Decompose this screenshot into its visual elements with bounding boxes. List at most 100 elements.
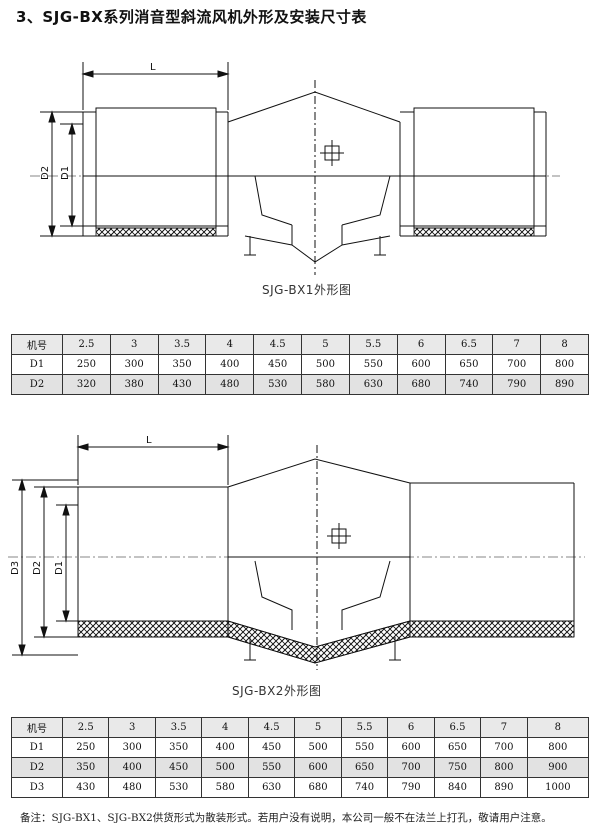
table-cell: 430	[61, 777, 110, 798]
table-cell: 630	[348, 374, 398, 395]
fan-bx1-outline: L D2 D1	[30, 62, 560, 275]
dim-label-D2: D2	[40, 166, 51, 180]
table-header-cell: 7	[492, 334, 542, 355]
table-header-cell: 3.5	[157, 334, 207, 355]
table-cell: 700	[480, 737, 528, 758]
table-cell: 400	[201, 737, 249, 758]
table-cell: 500	[301, 354, 350, 375]
dim-label-D1: D1	[54, 561, 65, 575]
row-label: D3	[11, 777, 63, 798]
table-cell: 320	[62, 374, 111, 395]
table-cell: 650	[433, 737, 482, 758]
table-header-cell: 6.5	[444, 334, 494, 355]
footnote: 备注：SJG-BX1、SJG-BX2供货形式为散装形式。若用户没有说明，本公司一…	[20, 812, 552, 824]
table-cell: 430	[157, 374, 207, 395]
table-header-label: 机号	[11, 717, 63, 738]
table-header-cell: 4.5	[253, 334, 303, 355]
table-cell: 400	[205, 354, 255, 375]
table-cell: 790	[492, 374, 542, 395]
table-cell: 630	[247, 777, 296, 798]
table-cell: 900	[526, 757, 590, 778]
figure-1-caption: SJG-BX1外形图	[262, 283, 352, 297]
table-header-cell: 2.5	[61, 717, 110, 738]
table-cell: 650	[444, 354, 494, 375]
table-cell: 350	[157, 354, 207, 375]
table-cell: 480	[205, 374, 255, 395]
dim-label-L: L	[146, 435, 152, 446]
table-header-cell: 6	[396, 334, 446, 355]
dim-label-L: L	[150, 62, 156, 73]
figure-2-caption: SJG-BX2外形图	[232, 684, 322, 698]
table-header-cell: 4.5	[247, 717, 296, 738]
row-label: D1	[11, 354, 63, 375]
table-cell: 300	[109, 354, 159, 375]
fan-bx2-outline: L D3 D2 D1	[8, 435, 585, 670]
table-cell: 350	[154, 737, 203, 758]
table-cell: 450	[253, 354, 303, 375]
table-cell: 680	[396, 374, 446, 395]
table-header-label: 机号	[11, 334, 63, 355]
table-header-cell: 3	[108, 717, 156, 738]
table-cell: 250	[62, 354, 111, 375]
table-cell: 800	[480, 757, 528, 778]
row-label: D1	[11, 737, 63, 758]
table-header-cell: 8	[540, 334, 589, 355]
spec-table-bx1: 机号 2.5 3 3.5 4 4.5 5 5.5 6 6.5 7 8 D1 25…	[11, 334, 589, 395]
row-label: D2	[11, 374, 63, 395]
table-row: D1 250 300 350 400 450 500 550 600 650 7…	[11, 354, 589, 375]
table-cell: 580	[301, 374, 350, 395]
table-header-cell: 5.5	[340, 717, 389, 738]
table-cell: 530	[253, 374, 303, 395]
table-cell: 450	[247, 737, 296, 758]
table-cell: 680	[294, 777, 342, 798]
table-cell: 740	[340, 777, 389, 798]
table-header-cell: 4	[205, 334, 255, 355]
table-cell: 750	[433, 757, 482, 778]
page-title: 3、SJG-BX系列消音型斜流风机外形及安装尺寸表	[16, 8, 367, 26]
table-cell: 550	[247, 757, 296, 778]
table-cell: 600	[387, 737, 435, 758]
table-cell: 890	[540, 374, 589, 395]
table-cell: 600	[396, 354, 446, 375]
dim-label-D3: D3	[10, 561, 21, 575]
table-cell: 740	[444, 374, 494, 395]
table-header-row: 机号 2.5 3 3.5 4 4.5 5 5.5 6 6.5 7 8	[11, 334, 589, 355]
table-header-cell: 5.5	[348, 334, 398, 355]
table-row: D3 430 480 530 580 630 680 740 790 840 8…	[11, 777, 590, 798]
table-cell: 550	[348, 354, 398, 375]
table-cell: 250	[61, 737, 110, 758]
table-cell: 350	[61, 757, 110, 778]
table-cell: 480	[108, 777, 156, 798]
spec-table-bx2: 机号 2.5 3 3.5 4 4.5 5 5.5 6 6.5 7 8 D1 25…	[11, 717, 590, 798]
table-cell: 1000	[526, 777, 590, 798]
table-cell: 400	[108, 757, 156, 778]
dim-label-D2: D2	[32, 561, 43, 575]
table-header-cell: 2.5	[62, 334, 111, 355]
table-cell: 380	[109, 374, 159, 395]
table-header-cell: 4	[201, 717, 249, 738]
table-header-cell: 3.5	[154, 717, 203, 738]
table-cell: 500	[201, 757, 249, 778]
table-cell: 530	[154, 777, 203, 798]
table-header-cell: 6	[387, 717, 435, 738]
table-cell: 500	[294, 737, 342, 758]
table-cell: 840	[433, 777, 482, 798]
table-header-cell: 5	[294, 717, 342, 738]
table-cell: 300	[108, 737, 156, 758]
table-cell: 550	[340, 737, 389, 758]
figure-2-drawing: L D3 D2 D1	[0, 425, 600, 675]
dim-label-D1: D1	[60, 166, 71, 180]
table-row: D2 350 400 450 500 550 600 650 700 750 8…	[11, 757, 590, 778]
figure-1-drawing: L D2 D1	[0, 40, 600, 280]
table-header-cell: 7	[480, 717, 528, 738]
table-cell: 800	[540, 354, 589, 375]
table-cell: 700	[492, 354, 542, 375]
table-cell: 890	[480, 777, 528, 798]
table-cell: 450	[154, 757, 203, 778]
table-header-cell: 3	[109, 334, 159, 355]
table-cell: 800	[526, 737, 590, 758]
table-cell: 650	[340, 757, 389, 778]
table-row: D2 320 380 430 480 530 580 630 680 740 7…	[11, 374, 589, 395]
table-header-row: 机号 2.5 3 3.5 4 4.5 5 5.5 6 6.5 7 8	[11, 717, 590, 738]
table-cell: 790	[387, 777, 435, 798]
